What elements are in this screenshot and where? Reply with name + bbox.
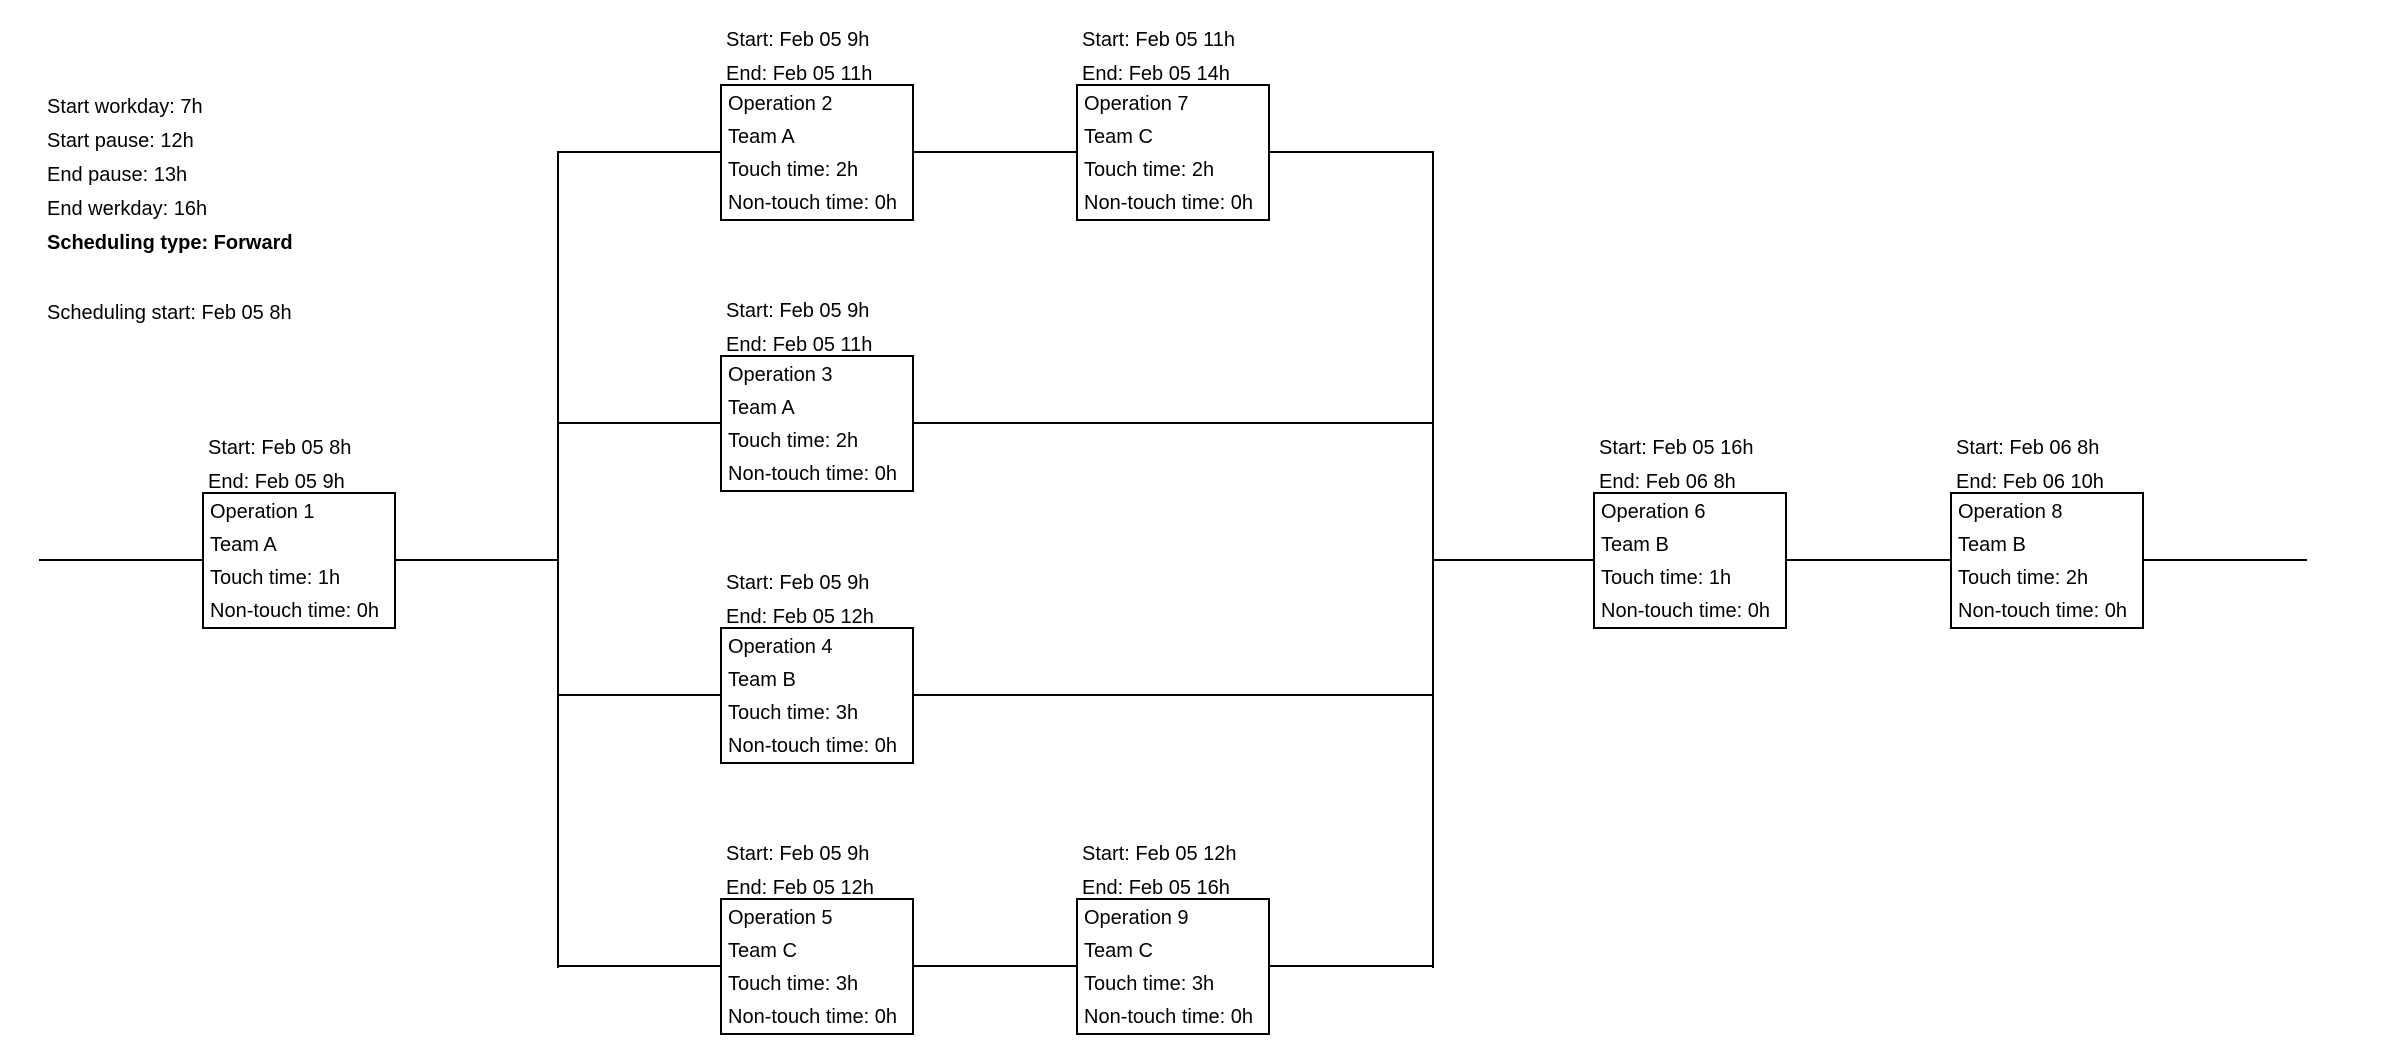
operation-4-name: Operation 4 [728,636,833,658]
operation-8-end-label: End: Feb 06 10h [1956,471,2104,493]
operation-4-non-touch-time: Non-touch time: 0h [728,735,897,757]
operation-3-node: Start: Feb 05 9h End: Feb 05 11h Operati… [720,300,914,492]
branch-line-row5 [557,965,1434,967]
operation-3-name: Operation 3 [728,364,833,386]
operation-3-timing: Start: Feb 05 9h End: Feb 05 11h [726,294,872,362]
operation-2-node: Start: Feb 05 9h End: Feb 05 11h Operati… [720,29,914,221]
operation-8-start-label: Start: Feb 06 8h [1956,437,2100,459]
operation-6-name: Operation 6 [1601,501,1706,523]
operation-7-box: Operation 7 Team C Touch time: 2h Non-to… [1076,84,1270,221]
operation-3-end-label: End: Feb 05 11h [726,334,873,356]
operation-7-non-touch-time: Non-touch time: 0h [1084,192,1253,214]
operation-2-team: Team A [728,126,795,148]
operation-2-name: Operation 2 [728,93,833,115]
operation-2-timing: Start: Feb 05 9h End: Feb 05 11h [726,23,872,91]
operation-1-touch-time: Touch time: 1h [210,567,341,589]
operation-6-timing: Start: Feb 05 16h End: Feb 06 8h [1599,431,1754,499]
operation-1-timing: Start: Feb 05 8h End: Feb 05 9h [208,431,351,499]
operation-4-box: Operation 4 Team B Touch time: 3h Non-to… [720,627,914,764]
operation-9-touch-time: Touch time: 3h [1084,973,1215,995]
operation-8-timing: Start: Feb 06 8h End: Feb 06 10h [1956,431,2104,499]
start-workday-label: Start workday: 7h [47,96,203,118]
operation-7-end-label: End: Feb 05 14h [1082,63,1230,85]
operation-7-team: Team C [1084,126,1153,148]
branch-line-row2 [557,422,1434,424]
split-connector-line [557,151,559,968]
operation-8-node: Start: Feb 06 8h End: Feb 06 10h Operati… [1950,437,2144,629]
start-pause-label: Start pause: 12h [47,130,194,152]
operation-5-timing: Start: Feb 05 9h End: Feb 05 12h [726,837,874,905]
end-pause-label: End pause: 13h [47,164,188,186]
operation-7-name: Operation 7 [1084,93,1189,115]
operation-1-box: Operation 1 Team A Touch time: 1h Non-to… [202,492,396,629]
operation-4-timing: Start: Feb 05 9h End: Feb 05 12h [726,566,874,634]
operation-5-touch-time: Touch time: 3h [728,973,859,995]
operation-1-node: Start: Feb 05 8h End: Feb 05 9h Operatio… [202,437,396,629]
operation-5-name: Operation 5 [728,907,833,929]
end-werkday-label: End werkday: 16h [47,198,208,220]
operation-7-timing: Start: Feb 05 11h End: Feb 05 14h [1082,23,1235,91]
operation-1-non-touch-time: Non-touch time: 0h [210,600,379,622]
operation-9-start-label: Start: Feb 05 12h [1082,843,1237,865]
operation-4-end-label: End: Feb 05 12h [726,606,874,628]
operation-9-name: Operation 9 [1084,907,1189,929]
operation-2-non-touch-time: Non-touch time: 0h [728,192,897,214]
operation-2-box: Operation 2 Team A Touch time: 2h Non-to… [720,84,914,221]
operation-5-start-label: Start: Feb 05 9h [726,843,870,865]
operation-7-start-label: Start: Feb 05 11h [1082,29,1236,51]
operation-7-touch-time: Touch time: 2h [1084,159,1215,181]
scheduling-type-label: Scheduling type: Forward [47,232,293,254]
operation-4-team: Team B [728,669,796,691]
operation-4-start-label: Start: Feb 05 9h [726,572,870,594]
operation-6-box: Operation 6 Team B Touch time: 1h Non-to… [1593,492,1787,629]
operation-2-touch-time: Touch time: 2h [728,159,859,181]
operation-3-team: Team A [728,397,795,419]
operation-9-box: Operation 9 Team C Touch time: 3h Non-to… [1076,898,1270,1035]
operation-6-node: Start: Feb 05 16h End: Feb 06 8h Operati… [1593,437,1787,629]
operation-8-box: Operation 8 Team B Touch time: 2h Non-to… [1950,492,2144,629]
operation-3-touch-time: Touch time: 2h [728,430,859,452]
operation-5-box: Operation 5 Team C Touch time: 3h Non-to… [720,898,914,1035]
operation-8-non-touch-time: Non-touch time: 0h [1958,600,2127,622]
operation-1-name: Operation 1 [210,501,315,523]
operation-1-start-label: Start: Feb 05 8h [208,437,352,459]
operation-1-end-label: End: Feb 05 9h [208,471,345,493]
operation-3-non-touch-time: Non-touch time: 0h [728,463,897,485]
operation-9-non-touch-time: Non-touch time: 0h [1084,1006,1253,1028]
operation-8-name: Operation 8 [1958,501,2063,523]
operation-8-touch-time: Touch time: 2h [1958,567,2089,589]
operation-9-timing: Start: Feb 05 12h End: Feb 05 16h [1082,837,1237,905]
operation-9-team: Team C [1084,940,1153,962]
operation-6-start-label: Start: Feb 05 16h [1599,437,1754,459]
flow-output-line [1432,559,2307,561]
branch-line-row1 [557,151,1434,153]
operation-5-end-label: End: Feb 05 12h [726,877,874,899]
scheduling-start-label: Scheduling start: Feb 05 8h [47,302,292,324]
operation-5-team: Team C [728,940,797,962]
operation-8-team: Team B [1958,534,2026,556]
operation-6-touch-time: Touch time: 1h [1601,567,1732,589]
operation-3-start-label: Start: Feb 05 9h [726,300,870,322]
operation-2-end-label: End: Feb 05 11h [726,63,873,85]
operation-5-non-touch-time: Non-touch time: 0h [728,1006,897,1028]
schedule-settings-panel: Start workday: 7h Start pause: 12h End p… [47,90,293,330]
operation-7-node: Start: Feb 05 11h End: Feb 05 14h Operat… [1076,29,1270,221]
operation-1-team: Team A [210,534,277,556]
operation-9-end-label: End: Feb 05 16h [1082,877,1230,899]
operation-2-start-label: Start: Feb 05 9h [726,29,870,51]
operation-6-end-label: End: Feb 06 8h [1599,471,1736,493]
operation-4-node: Start: Feb 05 9h End: Feb 05 12h Operati… [720,572,914,764]
operation-3-box: Operation 3 Team A Touch time: 2h Non-to… [720,355,914,492]
operation-5-node: Start: Feb 05 9h End: Feb 05 12h Operati… [720,843,914,1035]
operation-9-node: Start: Feb 05 12h End: Feb 05 16h Operat… [1076,843,1270,1035]
branch-line-row4 [557,694,1434,696]
operation-4-touch-time: Touch time: 3h [728,702,859,724]
operation-6-team: Team B [1601,534,1669,556]
operation-6-non-touch-time: Non-touch time: 0h [1601,600,1770,622]
